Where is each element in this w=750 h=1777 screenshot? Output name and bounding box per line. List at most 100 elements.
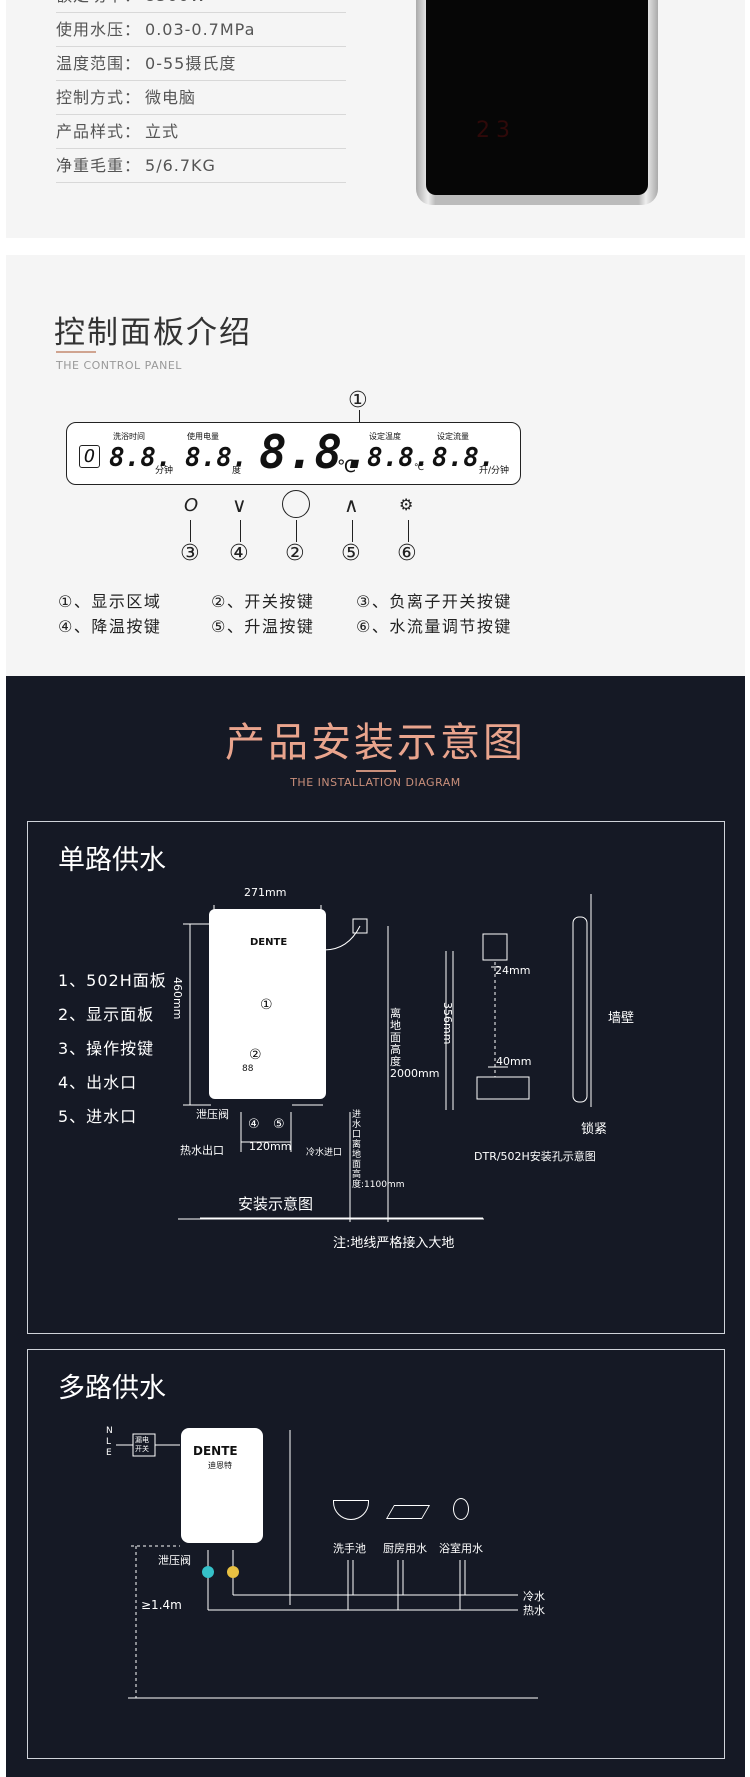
part-list-item: 2、显示面板 <box>58 1005 155 1024</box>
spec-value: 立式 <box>145 122 180 141</box>
hot-water-label: 热水 <box>523 1604 545 1617</box>
spec-section: 额定功率： 8500W 使用水压：0.03-0.7MPa 温度范围：0-55摄氏度… <box>6 0 745 238</box>
spec-key: 温度范围： <box>56 54 142 73</box>
fixture-label: 浴室用水 <box>439 1542 483 1555</box>
spec-row: 净重毛重：5/6.7KG <box>56 150 346 183</box>
spec-row: 额定功率： 8500W <box>56 0 346 13</box>
section-subtitle: THE CONTROL PANEL <box>56 359 182 372</box>
callout-3: ③ <box>308 1076 320 1091</box>
spec-value: 0-55摄氏度 <box>145 54 237 73</box>
inlet-height-label: 进水口离地面高度:1100mm <box>352 1110 405 1190</box>
panel-heading: 单路供水 <box>58 845 166 876</box>
single-supply-panel: 单路供水 1、502H面板 2、显示面板 3、操作按键 4、出水口 5、进水口 <box>27 821 725 1334</box>
key-number: ④ <box>229 541 249 566</box>
lcd-digits: 8.8. <box>432 443 495 473</box>
lcd-unit: 度 <box>232 466 242 476</box>
section-subtitle: THE INSTALLATION DIAGRAM <box>290 776 461 789</box>
section-title: 产品安装示意图 <box>225 720 526 766</box>
spec-row: 产品样式：立式 <box>56 116 346 149</box>
fixture-label: 洗手池 <box>333 1542 366 1555</box>
key-number: ⑤ <box>341 541 361 566</box>
relief-valve-label: 泄压阀 <box>196 1108 229 1121</box>
brand-logo: DENTE <box>250 937 288 948</box>
panel-heading: 多路供水 <box>58 1373 166 1404</box>
mount-height-label: 离地面高度 2000mm <box>390 1007 440 1080</box>
lcd-label-set-temp: 设定温度 <box>369 432 401 441</box>
key-line <box>190 520 191 542</box>
callout-5: ⑤ <box>273 1117 285 1132</box>
title-accent-line <box>56 351 96 353</box>
brand-logo: DENTE <box>193 1444 238 1458</box>
lcd-panel-diagram: 洗浴时间 使用电量 设定温度 设定流量 O 8.8. 分钟 8.8. 度 8.8… <box>66 422 521 485</box>
part-list-item: 4、出水口 <box>58 1073 138 1092</box>
key-line <box>296 520 297 542</box>
spec-key: 使用水压： <box>56 20 142 39</box>
spec-value: 微电脑 <box>145 88 197 107</box>
control-panel-section: 控制面板介绍 THE CONTROL PANEL ① 洗浴时间 使用电量 设定温… <box>6 255 745 676</box>
temp-up-key-icon: ∧ <box>344 493 359 517</box>
heater-display-digits: 23 <box>476 118 516 143</box>
key-number: ② <box>285 541 305 566</box>
ion-icon: O <box>79 445 100 468</box>
relief-valve-label: 泄压阀 <box>158 1554 191 1567</box>
cold-inlet-label: 冷水进口 <box>306 1148 343 1158</box>
key-number: ⑥ <box>397 541 417 566</box>
display-marker: ① <box>348 388 368 413</box>
hole-dimension: 356mm <box>441 1002 454 1045</box>
multi-supply-diagram <box>116 1428 538 1699</box>
legend-item: ⑤、升温按键 <box>211 617 315 636</box>
spec-key: 额定功率： <box>56 0 141 12</box>
leak-switch-label: 漏电开关 <box>135 1436 149 1453</box>
lcd-digits: 8.8. <box>185 443 248 473</box>
power-key-icon <box>282 490 310 518</box>
lcd-digits: 8.8. <box>109 443 172 473</box>
lcd-unit: ℃ <box>337 457 357 477</box>
diagram-caption: 安装示意图 <box>238 1195 314 1213</box>
lcd-main-digits: 8.8. <box>259 425 370 479</box>
key-number: ③ <box>180 541 200 566</box>
heater-product-image: 23 <box>416 0 658 205</box>
installation-section: 产品安装示意图 THE INSTALLATION DIAGRAM 单路供水 1、… <box>6 676 745 1777</box>
legend-item: ④、降温按键 <box>58 617 162 636</box>
key-line <box>240 520 241 542</box>
spec-row: 使用水压：0.03-0.7MPa <box>56 14 346 47</box>
multi-supply-panel: 多路供水 N L E 漏电开关 DENTE 迪恩特 泄压阀 ≥1 <box>27 1349 725 1759</box>
hole-dimension: 24mm <box>495 964 531 977</box>
spec-key: 产品样式： <box>56 122 142 141</box>
wall-label: 墙壁 <box>608 1011 635 1026</box>
part-list-item: 5、进水口 <box>58 1107 138 1126</box>
callout-4: ④ <box>248 1117 260 1132</box>
spec-row: 温度范围：0-55摄氏度 <box>56 48 346 81</box>
lock-label: 锁紧 <box>581 1122 608 1137</box>
legend-item: ①、显示区域 <box>58 592 162 611</box>
heater-glass-panel: 23 <box>426 0 648 195</box>
shower-head-icon <box>453 1498 469 1520</box>
marker-line <box>359 410 360 424</box>
hole-diagram-caption: DTR/502H安装孔示意图 <box>474 1150 596 1163</box>
part-list-item: 3、操作按键 <box>58 1039 155 1058</box>
lcd-digits: 8.8. <box>367 443 430 473</box>
spec-value: 5/6.7KG <box>145 156 216 175</box>
lcd-label-bath-time: 洗浴时间 <box>113 432 145 441</box>
section-title: 控制面板介绍 <box>54 315 252 351</box>
title-accent-line <box>356 770 396 772</box>
spec-row: 控制方式：微电脑 <box>56 82 346 115</box>
lcd-label-set-flow: 设定流量 <box>437 432 469 441</box>
hole-dimension: 40mm <box>496 1055 532 1068</box>
legend-item: ③、负离子开关按键 <box>356 592 512 611</box>
fixture-label: 厨房用水 <box>383 1542 427 1555</box>
key-line <box>408 520 409 542</box>
power-lines-label: N L E <box>106 1426 113 1458</box>
key-line <box>352 520 353 542</box>
hot-outlet-label: 热水出口 <box>180 1144 224 1157</box>
part-list-item: 1、502H面板 <box>58 971 167 990</box>
ion-key-icon: O <box>184 495 199 516</box>
height-dimension: 460mm <box>171 977 184 1020</box>
width-dimension: 271mm <box>244 886 287 899</box>
callout-1: ① <box>260 997 273 1013</box>
spec-value: 8500W <box>145 0 207 12</box>
spec-value: 0.03-0.7MPa <box>145 20 256 39</box>
brand-chinese: 迪恩特 <box>208 1461 232 1470</box>
callout-2: ② <box>249 1047 262 1063</box>
